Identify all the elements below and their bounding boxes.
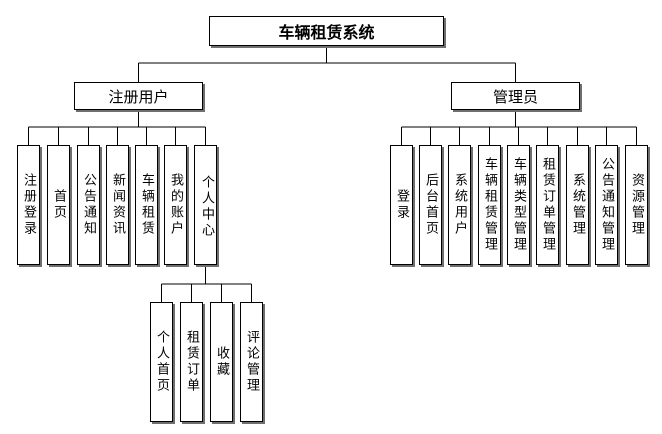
module-news: 新闻资讯 xyxy=(106,145,129,265)
module-my-account: 我的账户 xyxy=(164,145,187,265)
module-personal-home: 个人首页 xyxy=(150,302,173,422)
module-resource-management: 资源管理 xyxy=(625,145,648,265)
root-node: 车辆租赁系统 xyxy=(209,16,444,46)
module-car-rental: 车辆租赁 xyxy=(135,145,158,265)
module-admin-login: 登录 xyxy=(390,145,413,265)
module-rental-orders: 租赁订单 xyxy=(180,302,203,422)
module-announcement-management: 公告通知管理 xyxy=(595,145,618,265)
user-node: 注册用户 xyxy=(74,82,203,110)
module-car-rental-management: 车辆租赁管理 xyxy=(478,145,501,265)
admin-node: 管理员 xyxy=(451,82,580,110)
module-comment-management: 评论管理 xyxy=(240,302,263,422)
module-car-type-management: 车辆类型管理 xyxy=(507,145,530,265)
module-system-users: 系统用户 xyxy=(448,145,471,265)
module-personal-center: 个人中心 xyxy=(194,145,217,265)
module-admin-home: 后台首页 xyxy=(419,145,442,265)
module-register-login: 注册登录 xyxy=(17,145,40,265)
module-rental-order-management: 租赁订单管理 xyxy=(536,145,559,265)
module-home: 首页 xyxy=(47,145,70,265)
module-favorites: 收藏 xyxy=(210,302,233,422)
module-announcements: 公告通知 xyxy=(77,145,100,265)
module-system-management: 系统管理 xyxy=(566,145,589,265)
